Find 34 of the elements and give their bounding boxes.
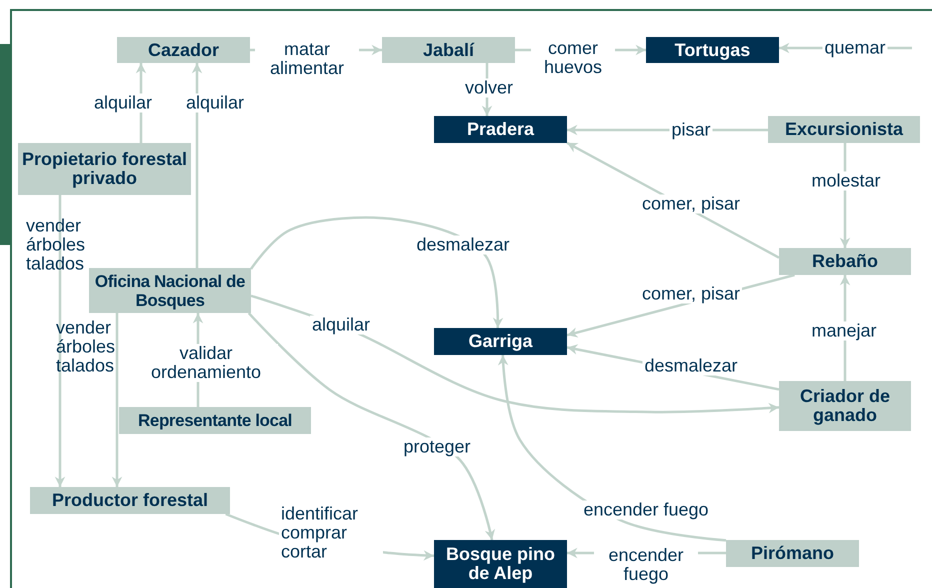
edge-label: encender fuego: [581, 500, 711, 520]
element-box: Bosque pino de Alep: [434, 540, 567, 588]
actor-box: Pirómano: [726, 540, 859, 567]
arrow: [112, 313, 122, 487]
actor-box: Propietario forestal privado: [18, 143, 191, 195]
arrow: [192, 63, 202, 268]
element-box: Garriga: [434, 328, 567, 355]
edge-label: volver: [463, 78, 515, 98]
actor-box: Rebaño: [779, 248, 911, 275]
edge-label: comer, pisar: [640, 194, 742, 214]
arrow: [498, 354, 726, 542]
edge-label: vender árboles talados: [55, 318, 116, 376]
element-box: Pradera: [434, 116, 567, 143]
arrow: [54, 195, 66, 487]
edge-label: pisar: [670, 120, 712, 140]
element-box: Tortugas: [646, 37, 779, 63]
actor-box: Jabalí: [382, 37, 515, 63]
arrow: [250, 294, 780, 414]
edge-label: comer, pisar: [640, 284, 742, 304]
actor-box: Excursionista: [768, 116, 920, 143]
edge-label: alquilar: [310, 316, 372, 334]
actor-box: Cazador: [117, 37, 250, 63]
edge-label: desmalezar: [642, 356, 740, 376]
arrow: [248, 312, 495, 540]
arrow: [250, 216, 504, 328]
edge-label: encender fuego: [594, 546, 698, 584]
edge-label: alquilar: [184, 94, 246, 112]
edge-label: vender árboles talados: [25, 216, 86, 274]
actor-box: Representante local: [119, 407, 311, 434]
actor-box: Oficina Nacional de Bosques: [89, 268, 251, 313]
actor-box: Criador de ganado: [779, 381, 911, 431]
edge-label: desmalezar: [414, 236, 512, 254]
actor-box: Productor forestal: [30, 487, 230, 514]
edge-label: alquilar: [92, 94, 154, 112]
